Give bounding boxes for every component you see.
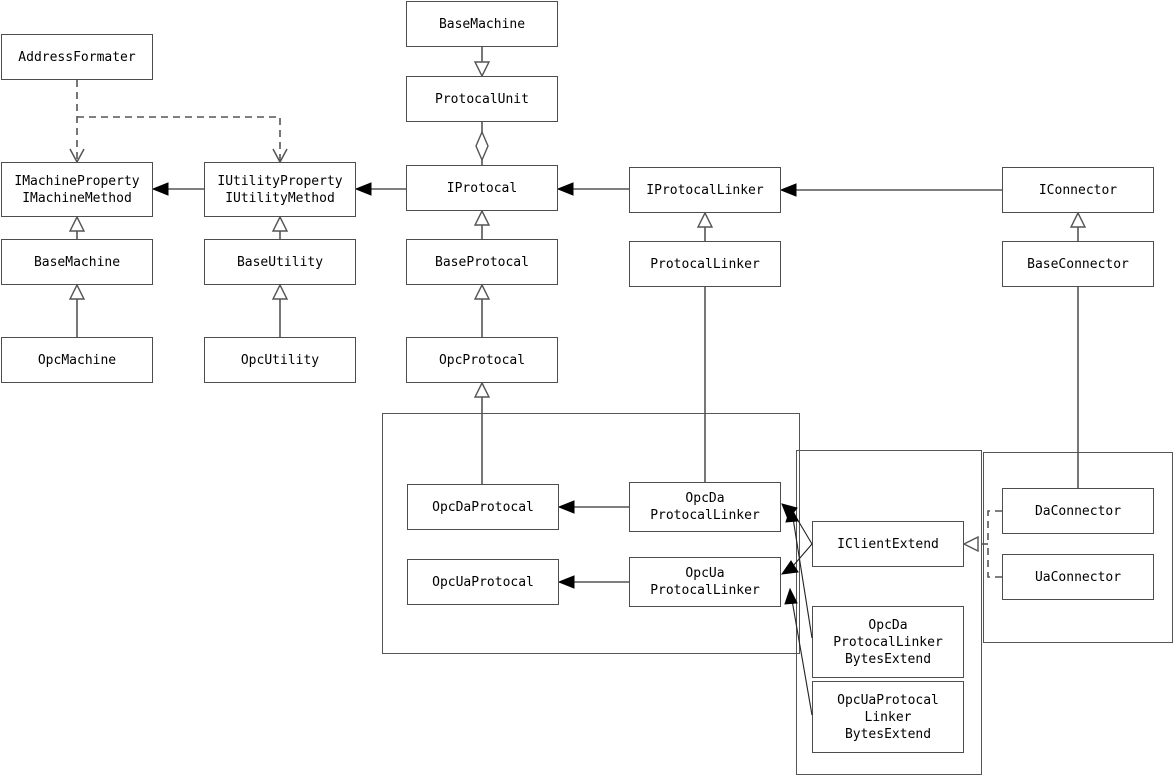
edge-basemachine-imachine [68,215,86,239]
edge-uabytes-opcualinker [784,587,813,716]
node-iutility-property-method[interactable]: IUtilityProperty IUtilityMethod [204,162,356,217]
node-opc-utility[interactable]: OpcUtility [204,337,356,383]
edge-protocalunit-iprotocal [475,122,489,165]
node-address-formater[interactable]: AddressFormater [1,34,153,80]
edge-protocallinker-iprotocallinker [696,211,714,241]
node-iclient-extend[interactable]: IClientExtend [812,521,964,567]
edge-iutility-imachine [151,182,204,196]
node-opc-da-linker-bytes-extend[interactable]: OpcDa ProtocalLinker BytesExtend [812,606,964,678]
node-imachine-property-method[interactable]: IMachineProperty IMachineMethod [1,162,153,217]
edge-opcprotocal-baseprotocal [473,283,491,337]
edge-connectors-iclientextend [962,510,1002,578]
group-bytes-extend [796,450,982,775]
edge-iclientextend-opcualinker [780,543,813,575]
node-base-connector[interactable]: BaseConnector [1002,241,1154,287]
edge-dabytes-opcdalinker [785,505,813,639]
node-opc-ua-protocal[interactable]: OpcUaProtocal [407,559,559,605]
node-iprotocal-linker[interactable]: IProtocalLinker [629,167,781,213]
node-base-protocal[interactable]: BaseProtocal [406,239,558,285]
node-opc-da-protocal[interactable]: OpcDaProtocal [407,484,559,530]
node-base-machine-top[interactable]: BaseMachine [406,1,558,47]
node-protocal-linker[interactable]: ProtocalLinker [629,241,781,287]
node-base-utility[interactable]: BaseUtility [204,239,356,285]
node-opc-ua-protocal-linker[interactable]: OpcUa ProtocalLinker [629,557,781,607]
node-iconnector[interactable]: IConnector [1002,167,1154,213]
edge-baseconnector-iconnector [1069,211,1087,241]
edge-opcdalinker-opcdaprotocal [557,500,629,514]
edge-iconnector-iprotocallinker [779,183,1002,197]
node-opc-da-protocal-linker[interactable]: OpcDa ProtocalLinker [629,482,781,532]
node-protocal-unit[interactable]: ProtocalUnit [406,76,558,122]
edge-iprotocal-iutility [354,182,406,196]
node-base-machine[interactable]: BaseMachine [1,239,153,285]
edge-opcualinker-opcuaprotocal [557,575,629,589]
edge-opcdaprotocal-opcprotocal [473,381,491,484]
node-iprotocal[interactable]: IProtocal [406,165,558,211]
group-opc-protocal-linker [382,413,800,654]
edge-opcmachine-basemachine [68,283,86,337]
edge-iclientextend-opcdalinker [781,503,813,545]
node-opc-protocal[interactable]: OpcProtocal [406,337,558,383]
node-opc-ua-linker-bytes-extend[interactable]: OpcUaProtocal Linker BytesExtend [812,681,964,753]
edge-baseprotocal-iprotocal [473,209,491,239]
node-ua-connector[interactable]: UaConnector [1002,554,1154,600]
edge-iprotocallinker-iprotocal [556,182,629,196]
edge-baseutility-iutility [271,215,289,239]
edge-opcutility-baseutility [271,283,289,337]
edge-basemachine-protocalunit [473,47,491,78]
node-da-connector[interactable]: DaConnector [1002,488,1154,534]
node-opc-machine[interactable]: OpcMachine [1,337,153,383]
